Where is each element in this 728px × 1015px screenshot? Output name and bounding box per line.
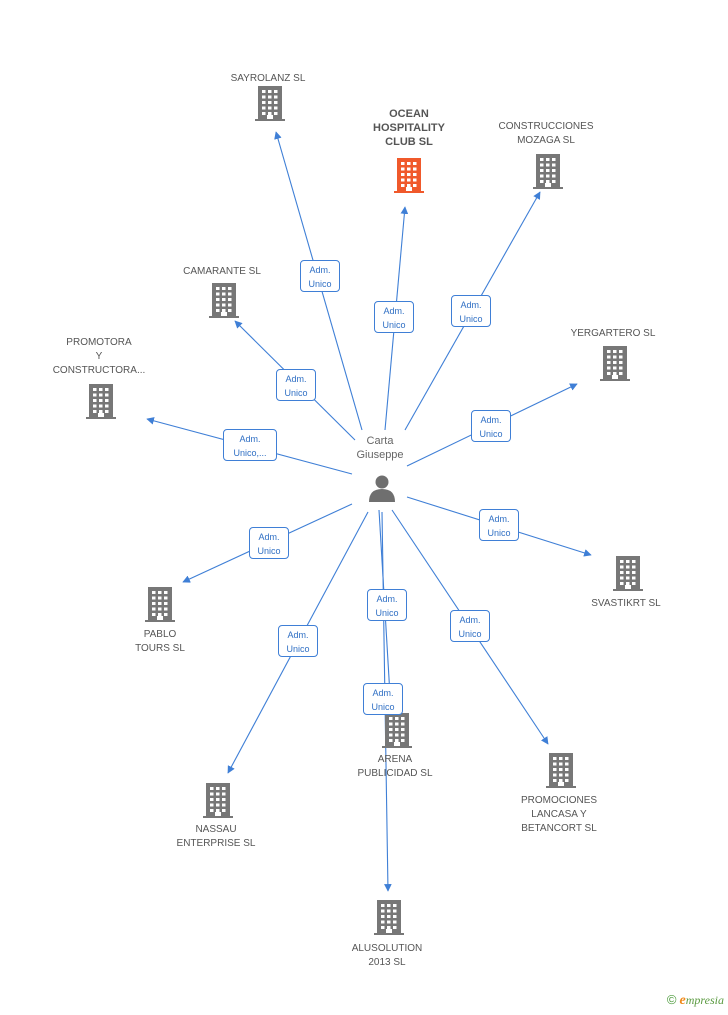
edge-label-camarante[interactable]: Adm. Unico	[276, 369, 316, 401]
edge-label-nassau[interactable]: Adm. Unico	[278, 625, 318, 657]
company-label-svastikrt[interactable]: SVASTIKRT SL	[591, 598, 661, 609]
company-label-alusolution[interactable]: ALUSOLUTION 2013 SL	[351, 943, 423, 968]
company-label-arena[interactable]: ARENA PUBLICIDAD SL	[357, 754, 433, 779]
building-icon-camarante[interactable]	[209, 283, 239, 318]
building-icon-nassau[interactable]	[203, 783, 233, 818]
edge-label-pablo[interactable]: Adm. Unico	[249, 527, 289, 559]
company-label-promotora[interactable]: PROMOTORA Y CONSTRUCTORA...	[52, 337, 146, 376]
edge-label-arena[interactable]: Adm. Unico	[367, 589, 407, 621]
building-icon-alusolution[interactable]	[374, 900, 404, 935]
edge-label-ocean[interactable]: Adm. Unico	[374, 301, 414, 333]
person-icon[interactable]	[369, 475, 395, 503]
company-label-sayrolanz[interactable]: SAYROLANZ SL	[230, 73, 306, 84]
company-label-pablo[interactable]: PABLO TOURS SL	[135, 629, 185, 654]
copyright-symbol: ©	[666, 992, 677, 1007]
footer-brand: © empresia	[667, 992, 724, 1009]
building-icon-ocean[interactable]	[394, 158, 424, 193]
company-label-ocean[interactable]: OCEAN HOSPITALITY CLUB SL	[373, 108, 445, 148]
building-icon-construcciones[interactable]	[533, 154, 563, 189]
building-icon-promociones[interactable]	[546, 753, 576, 788]
building-icon-promotora[interactable]	[86, 384, 116, 419]
company-label-yergartero[interactable]: YERGARTERO SL	[570, 328, 656, 339]
edge-label-promociones[interactable]: Adm. Unico	[450, 610, 490, 642]
company-label-camarante[interactable]: CAMARANTE SL	[183, 266, 261, 277]
edge-label-alusolution[interactable]: Adm. Unico	[363, 683, 403, 715]
brand-logo: empresia	[679, 993, 724, 1008]
building-icon-yergartero[interactable]	[600, 346, 630, 381]
building-icon-arena[interactable]	[382, 713, 412, 748]
edge-label-construcciones[interactable]: Adm. Unico	[451, 295, 491, 327]
building-icon-svastikrt[interactable]	[613, 556, 643, 591]
person-name: Carta Giuseppe	[356, 435, 404, 461]
building-icon-sayrolanz[interactable]	[255, 86, 285, 121]
edge-label-sayrolanz[interactable]: Adm. Unico	[300, 260, 340, 292]
edge-label-promotora[interactable]: Adm. Unico,...	[223, 429, 277, 461]
edge-label-svastikrt[interactable]: Adm. Unico	[479, 509, 519, 541]
company-label-promociones[interactable]: PROMOCIONES LANCASA Y BETANCORT SL	[520, 795, 598, 834]
company-label-construcciones[interactable]: CONSTRUCCIONES MOZAGA SL	[498, 121, 594, 146]
company-label-nassau[interactable]: NASSAU ENTERPRISE SL	[176, 824, 256, 849]
edge-label-yergartero[interactable]: Adm. Unico	[471, 410, 511, 442]
building-icon-pablo[interactable]	[145, 587, 175, 622]
